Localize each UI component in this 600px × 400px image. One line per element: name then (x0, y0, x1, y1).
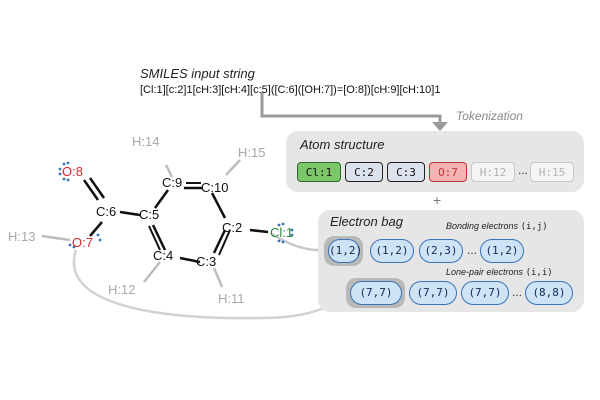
electron-dots (58, 161, 294, 249)
atom-c10: C:10 (201, 180, 229, 195)
lone-pair-pill-ellipsis: ... (512, 285, 523, 299)
bonding-electrons-text: Bonding electrons (446, 221, 519, 231)
bonding-electron-pill: (2,3) (419, 239, 463, 263)
bonding-pill-ellipsis: ... (467, 243, 478, 257)
lone-pair-electron-pill: (8,8) (525, 281, 573, 305)
atom-cl1: Cl:1 (270, 225, 294, 240)
smiles-string: [Cl:1][c:2]1[cH:3][cH:4][c:5]([C:6]([OH:… (140, 84, 441, 96)
tokenization-label: Tokenization (456, 109, 523, 123)
lone-pair-electrons-label: Lone-pair electrons (i,i) (446, 267, 553, 278)
ring-double-bonds (148, 182, 231, 256)
atom-c5: C:5 (139, 207, 160, 222)
bonding-electrons-label: Bonding electrons (i,j) (446, 221, 548, 232)
atom-structure-title: Atom structure (300, 137, 385, 152)
atom-token: C:3 (387, 162, 425, 182)
bonding-electron-pill: (1,2) (370, 239, 414, 263)
atom-token: O:7 (429, 162, 467, 182)
atom-c9: C:9 (162, 175, 183, 190)
plus-sign: + (433, 192, 442, 208)
tokenization-arrow (260, 92, 442, 124)
atom-token: H:12 (471, 162, 515, 182)
atom-token-ellipsis: ... (518, 163, 529, 177)
bonding-electrons-notation: (i,j) (520, 222, 548, 232)
atom-token: C:2 (345, 162, 383, 182)
atom-c4: C:4 (153, 248, 174, 263)
atom-h12: H:12 (108, 282, 136, 297)
lone-pair-electron-pill: (7,7) (350, 281, 402, 305)
lone-pair-electron-pill: (7,7) (461, 281, 509, 305)
hydrogen-bonds (41, 159, 241, 288)
atom-h11: H:11 (218, 291, 245, 306)
electron-bag-title: Electron bag (330, 214, 403, 229)
atom-h14: H:14 (132, 134, 160, 149)
atom-c6: C:6 (96, 204, 117, 219)
ring-bonds (151, 186, 227, 264)
atom-token: H:15 (530, 162, 574, 182)
lone-pair-electrons-text: Lone-pair electrons (446, 267, 524, 277)
atom-o8: O:8 (62, 164, 83, 179)
substituent-bonds (82, 177, 269, 237)
bonding-electron-pill: (1,2) (328, 239, 362, 263)
smiles-title: SMILES input string (140, 66, 255, 81)
lone-pair-electrons-notation: (i,i) (525, 268, 553, 278)
atom-token: Cl:1 (297, 162, 341, 182)
atom-h13: H:13 (8, 229, 36, 244)
atom-h15: H:15 (238, 145, 266, 160)
atom-o7: O:7 (72, 235, 93, 250)
atom-c2: C:2 (222, 220, 243, 235)
lone-pair-electron-pill: (7,7) (409, 281, 457, 305)
tokenization-arrowhead (432, 122, 448, 131)
atom-c3: C:3 (196, 254, 217, 269)
bonding-electron-pill: (1,2) (480, 239, 524, 263)
